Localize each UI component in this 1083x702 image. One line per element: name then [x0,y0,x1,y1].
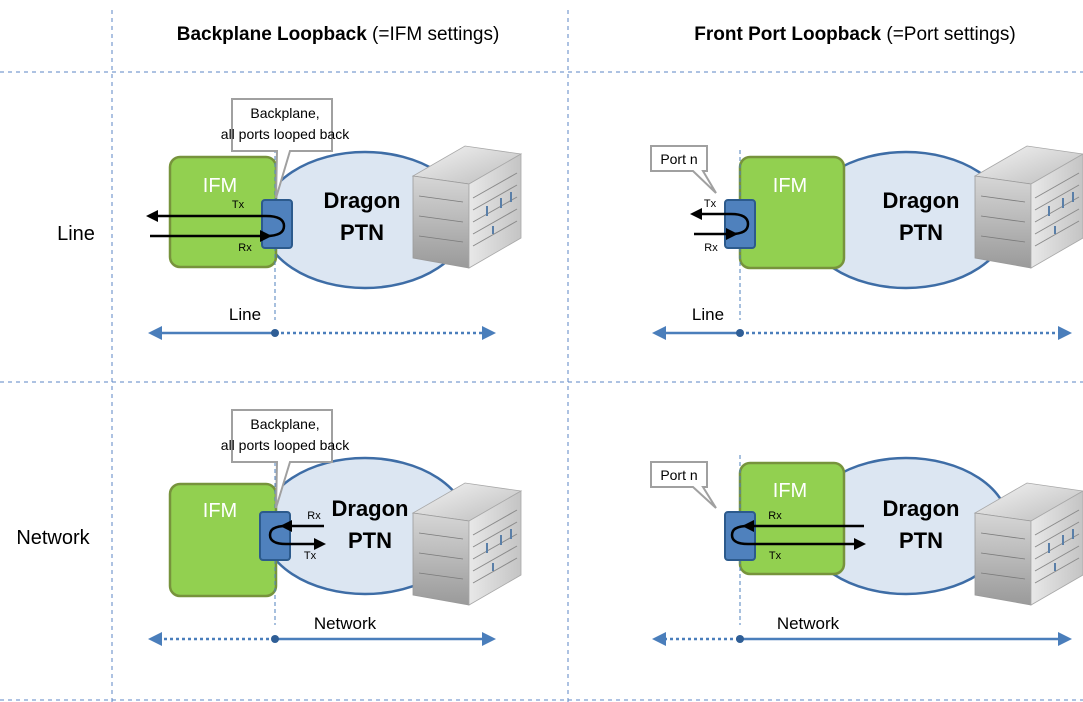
ptn-label: PTN [348,528,392,553]
backplane-port [259,511,291,561]
backplane-header: Backplane Loopback (=IFM settings) [177,24,500,45]
direction-label-network: Network [314,614,377,633]
dragon-label: Dragon [332,496,409,521]
svg-text:Backplane,: Backplane, [250,105,319,121]
direction-label-line: Line [229,305,261,324]
dragon-label: Dragon [324,188,401,213]
backplane-port [261,199,293,249]
dragon-label: Dragon [883,188,960,213]
dragon-label: Dragon [883,496,960,521]
svg-text:Rx: Rx [238,242,252,254]
backplane-callout [231,409,333,509]
port-callout [650,461,717,509]
ifm-module [168,155,278,269]
cell-front-line: IFM Dragon PTN Tx Rx Port n Line [650,145,1083,340]
row-label-network: Network [16,527,90,549]
ptn-label: PTN [899,220,943,245]
svg-text:Rx: Rx [307,510,321,522]
backplane-callout [231,98,333,199]
front-port [724,511,756,561]
cell-backplane-network: IFM Dragon PTN Rx Tx Backplane, all port… [148,409,522,646]
ifm-label: IFM [773,480,807,502]
front-port [724,199,756,249]
svg-text:Rx: Rx [704,242,718,254]
ptn-label: PTN [899,528,943,553]
svg-text:Port n: Port n [660,467,697,483]
svg-text:Backplane,: Backplane, [250,416,319,432]
cell-front-network: IFM Dragon PTN Rx Tx Port n Network [650,455,1083,646]
row-label-line: Line [57,223,95,245]
svg-text:all ports looped back: all ports looped back [221,437,350,453]
front-port-header: Front Port Loopback (=Port settings) [694,24,1015,45]
svg-text:Tx: Tx [769,550,782,562]
cell-backplane-line: IFM Dragon PTN Tx Rx Backplane, all port… [146,98,522,340]
svg-text:Rx: Rx [768,510,782,522]
svg-text:Port n: Port n [660,151,697,167]
port-callout [650,145,717,194]
grid-lines [0,10,1083,702]
svg-text:Tx: Tx [704,198,717,210]
direction-label-network: Network [777,614,840,633]
ifm-label: IFM [203,175,237,197]
direction-label-line: Line [692,305,724,324]
ptn-label: PTN [340,220,384,245]
svg-text:all ports looped back: all ports looped back [221,126,350,142]
ifm-label: IFM [773,175,807,197]
svg-text:Tx: Tx [232,199,245,211]
svg-text:Tx: Tx [304,550,317,562]
ifm-label: IFM [203,500,237,522]
